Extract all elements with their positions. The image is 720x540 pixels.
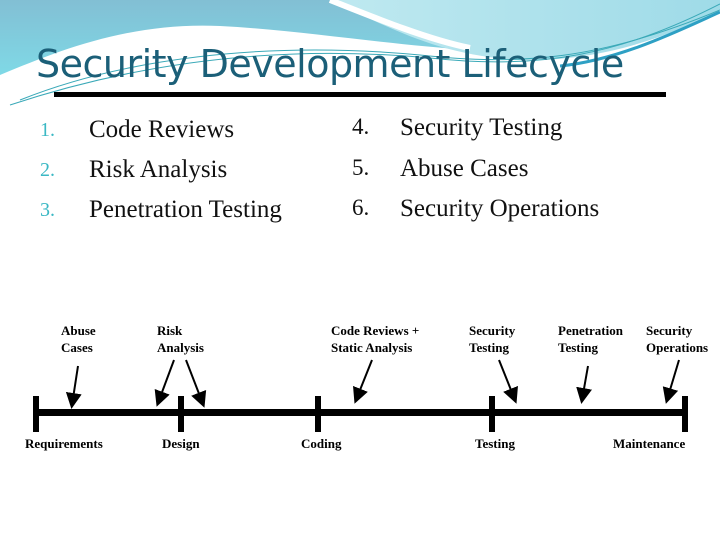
label-line: Abuse	[61, 323, 96, 338]
phase-label-coding: Coding	[301, 436, 342, 451]
label-line: Security	[646, 323, 693, 338]
phase-label-design: Design	[162, 436, 200, 451]
list-number: 6.	[352, 195, 370, 220]
label-line: Testing	[469, 340, 509, 355]
list-label: Code Reviews	[89, 116, 235, 143]
label-line: Operations	[646, 340, 709, 355]
list-number: 1.	[40, 119, 55, 141]
activity-label-code-reviews: Code Reviews + Static Analysis	[331, 322, 419, 356]
list-number: 4.	[352, 114, 370, 139]
timeline-axis	[33, 396, 688, 432]
list-label: Abuse Cases	[400, 155, 529, 182]
list-number: 3.	[40, 199, 55, 221]
label-line: Security	[469, 323, 516, 338]
label-line: Penetration	[558, 323, 623, 338]
slide-title: Security Development Lifecycle	[36, 42, 624, 86]
list-label: Security Operations	[400, 195, 600, 222]
header-wave-decoration	[0, 0, 720, 106]
phase-label-requirements: Requirements	[25, 436, 103, 451]
phase-label-maintenance: Maintenance	[613, 436, 686, 451]
activity-arrows	[65, 359, 680, 409]
activity-label-penetration-testing: Penetration Testing	[558, 322, 623, 356]
phase-label-testing: Testing	[475, 436, 515, 451]
label-line: Risk	[157, 323, 183, 338]
title-underline	[54, 92, 666, 97]
list-label: Security Testing	[400, 114, 563, 141]
activity-label-abuse-cases: Abuse Cases	[61, 322, 96, 356]
label-line: Cases	[61, 340, 93, 355]
list-number: 5.	[352, 155, 370, 180]
list-label: Penetration Testing	[89, 196, 282, 223]
activity-label-risk-analysis: Risk Analysis	[157, 322, 204, 356]
label-line: Testing	[558, 340, 598, 355]
list-label: Risk Analysis	[89, 156, 228, 183]
label-line: Static Analysis	[331, 340, 413, 355]
label-line: Code Reviews +	[331, 323, 420, 338]
list-number: 2.	[40, 159, 55, 181]
activity-label-security-testing: Security Testing	[469, 322, 515, 356]
activity-label-security-operations: Security Operations	[646, 322, 708, 356]
label-line: Analysis	[157, 340, 204, 355]
